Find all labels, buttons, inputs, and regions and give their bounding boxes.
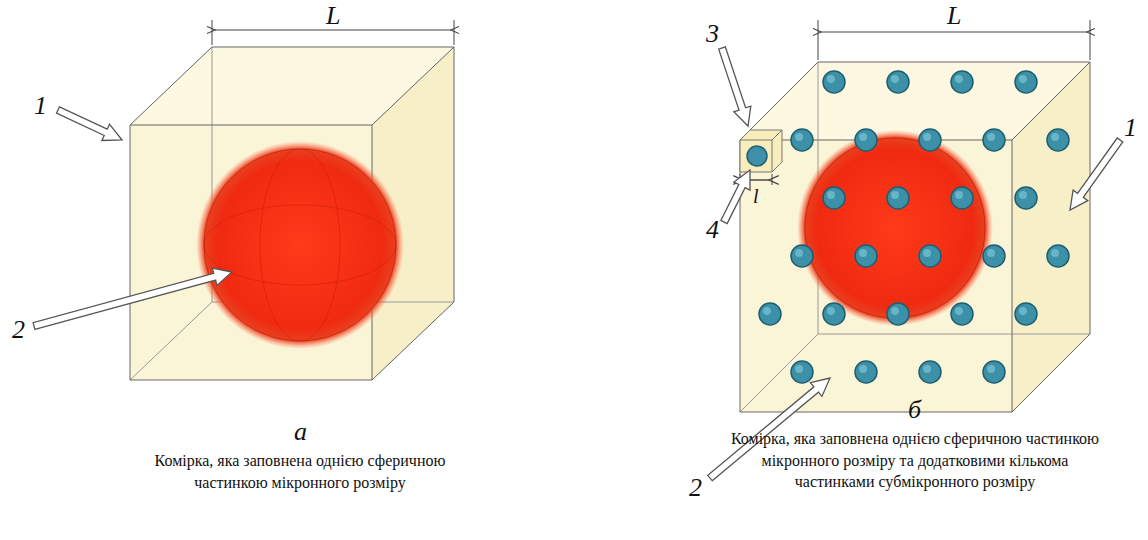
submicron-particle [1015,187,1037,209]
callout-label: l [753,185,759,207]
caption-text: Комірка, яка заповнена однією сферичною … [120,450,480,493]
submicron-particle [919,361,941,383]
particle-highlight [955,75,963,83]
particle-highlight [1051,133,1059,141]
submicron-particle [919,245,941,267]
particle-highlight [987,133,995,141]
callout-arrow [57,107,123,141]
callout-label: 2 [12,316,25,345]
submicron-particle [823,303,845,325]
callout-arrow [721,170,750,224]
submicron-particle [951,187,973,209]
particle-highlight [859,365,867,373]
cube-left [130,20,454,380]
callout-arrow [33,268,232,329]
submicron-particle [887,187,909,209]
submicron-particle [1015,71,1037,93]
submicron-particle [951,71,973,93]
particle-highlight [923,365,931,373]
particle-highlight [795,249,803,257]
caption-text: Комірка, яка заповнена однією сферичною … [725,428,1105,493]
submicron-particle [951,303,973,325]
callout-label: б [908,396,921,425]
submicron-particle [887,303,909,325]
callout-label: 4 [706,216,719,245]
submicron-particle [823,71,845,93]
submicron-particle [1047,245,1069,267]
particle-highlight [891,307,899,315]
submicron-particle [791,361,813,383]
callout-arrow [719,47,751,126]
submicron-particle [791,129,813,151]
particle-highlight [795,365,803,373]
submicron-particle [983,245,1005,267]
submicron-particle [983,129,1005,151]
particle-highlight [891,75,899,83]
particle-highlight [955,307,963,315]
callout-arrow [1070,138,1123,210]
submicron-particle [887,71,909,93]
callout-label: а [294,418,307,447]
particle-highlight [955,191,963,199]
particle-highlight [923,133,931,141]
particle-highlight [827,75,835,83]
submicron-particle [759,303,781,325]
particle-highlight [1019,191,1027,199]
submicron-particle [823,187,845,209]
submicron-particle [855,361,877,383]
particle-highlight [859,249,867,257]
particle-highlight [827,307,835,315]
callout-label: 2 [689,474,702,503]
submicron-particle [983,361,1005,383]
particle-highlight [1019,75,1027,83]
callout-label: 1 [1124,114,1137,143]
particle-highlight [1019,307,1027,315]
submicron-particle [1015,303,1037,325]
particle-highlight [923,249,931,257]
cube-right [740,20,1090,412]
particle-highlight [987,365,995,373]
submicron-particle [1047,129,1069,151]
callout-label: 3 [706,20,719,49]
particle-highlight [1051,249,1059,257]
submicron-particles [759,71,1069,383]
particle-highlight [891,191,899,199]
callout-label: L [326,2,340,31]
callout-label: 1 [34,92,47,121]
submicron-particle [855,245,877,267]
submicron-particle [855,129,877,151]
particle-highlight [827,191,835,199]
submicron-particle [791,245,813,267]
particle-highlight [795,133,803,141]
particle-highlight [987,249,995,257]
particle-highlight [763,307,771,315]
callout-label: L [947,2,961,31]
submicron-particle [919,129,941,151]
particle-highlight [859,133,867,141]
